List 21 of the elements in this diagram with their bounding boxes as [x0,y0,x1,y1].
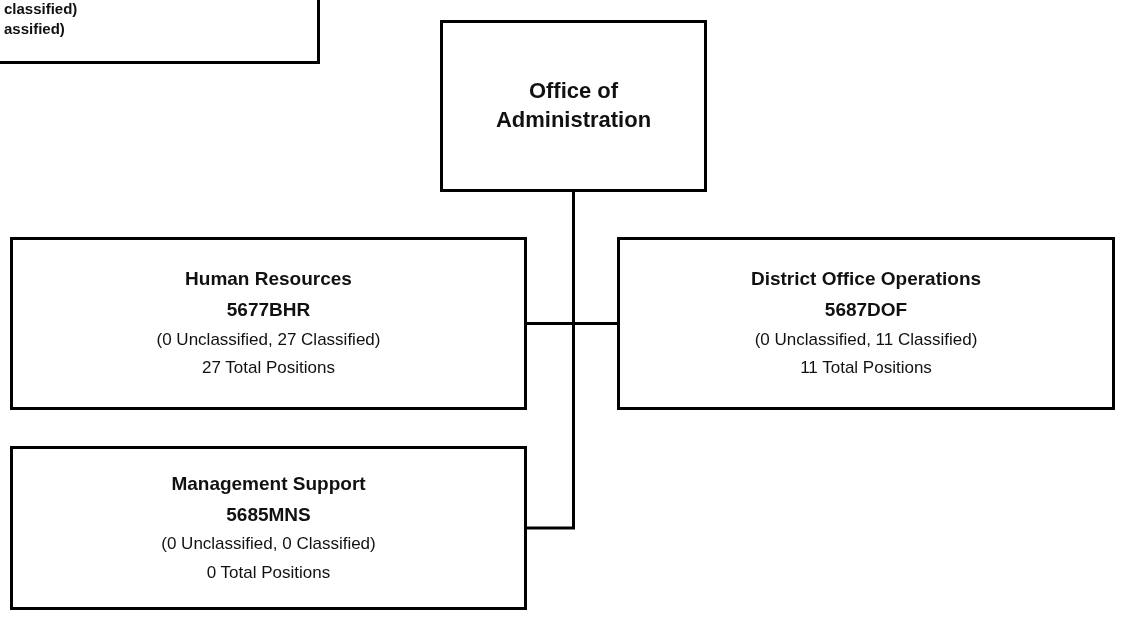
org-box [10,237,527,410]
org-box [617,237,1115,410]
note-text: assified) [4,20,65,38]
unit-code: 5687DOF [824,299,908,322]
unit-name: Human Resources [185,268,352,292]
partial-box [0,0,320,64]
position-breakdown: (0 Unclassified, 27 Classified) [156,329,381,351]
org-box [440,20,707,192]
position-breakdown: (0 Unclassified, 0 Classified) [161,534,376,555]
connector-line [527,192,575,530]
unit-code: 5677BHR [226,299,311,322]
total-positions: 27 Total Positions [202,358,335,379]
office-title: Office of Administration [494,77,653,134]
total-positions: 0 Total Positions [206,562,331,584]
unit-name: District Office Operations [750,268,982,292]
position-breakdown: (0 Unclassified, 11 Classified) [754,329,978,351]
unit-code: 5685MNS [226,503,311,527]
org-box [10,446,527,610]
total-positions: 11 Total Positions [800,358,932,379]
note-text: classified) [4,0,78,18]
unit-name: Management Support [171,472,366,496]
